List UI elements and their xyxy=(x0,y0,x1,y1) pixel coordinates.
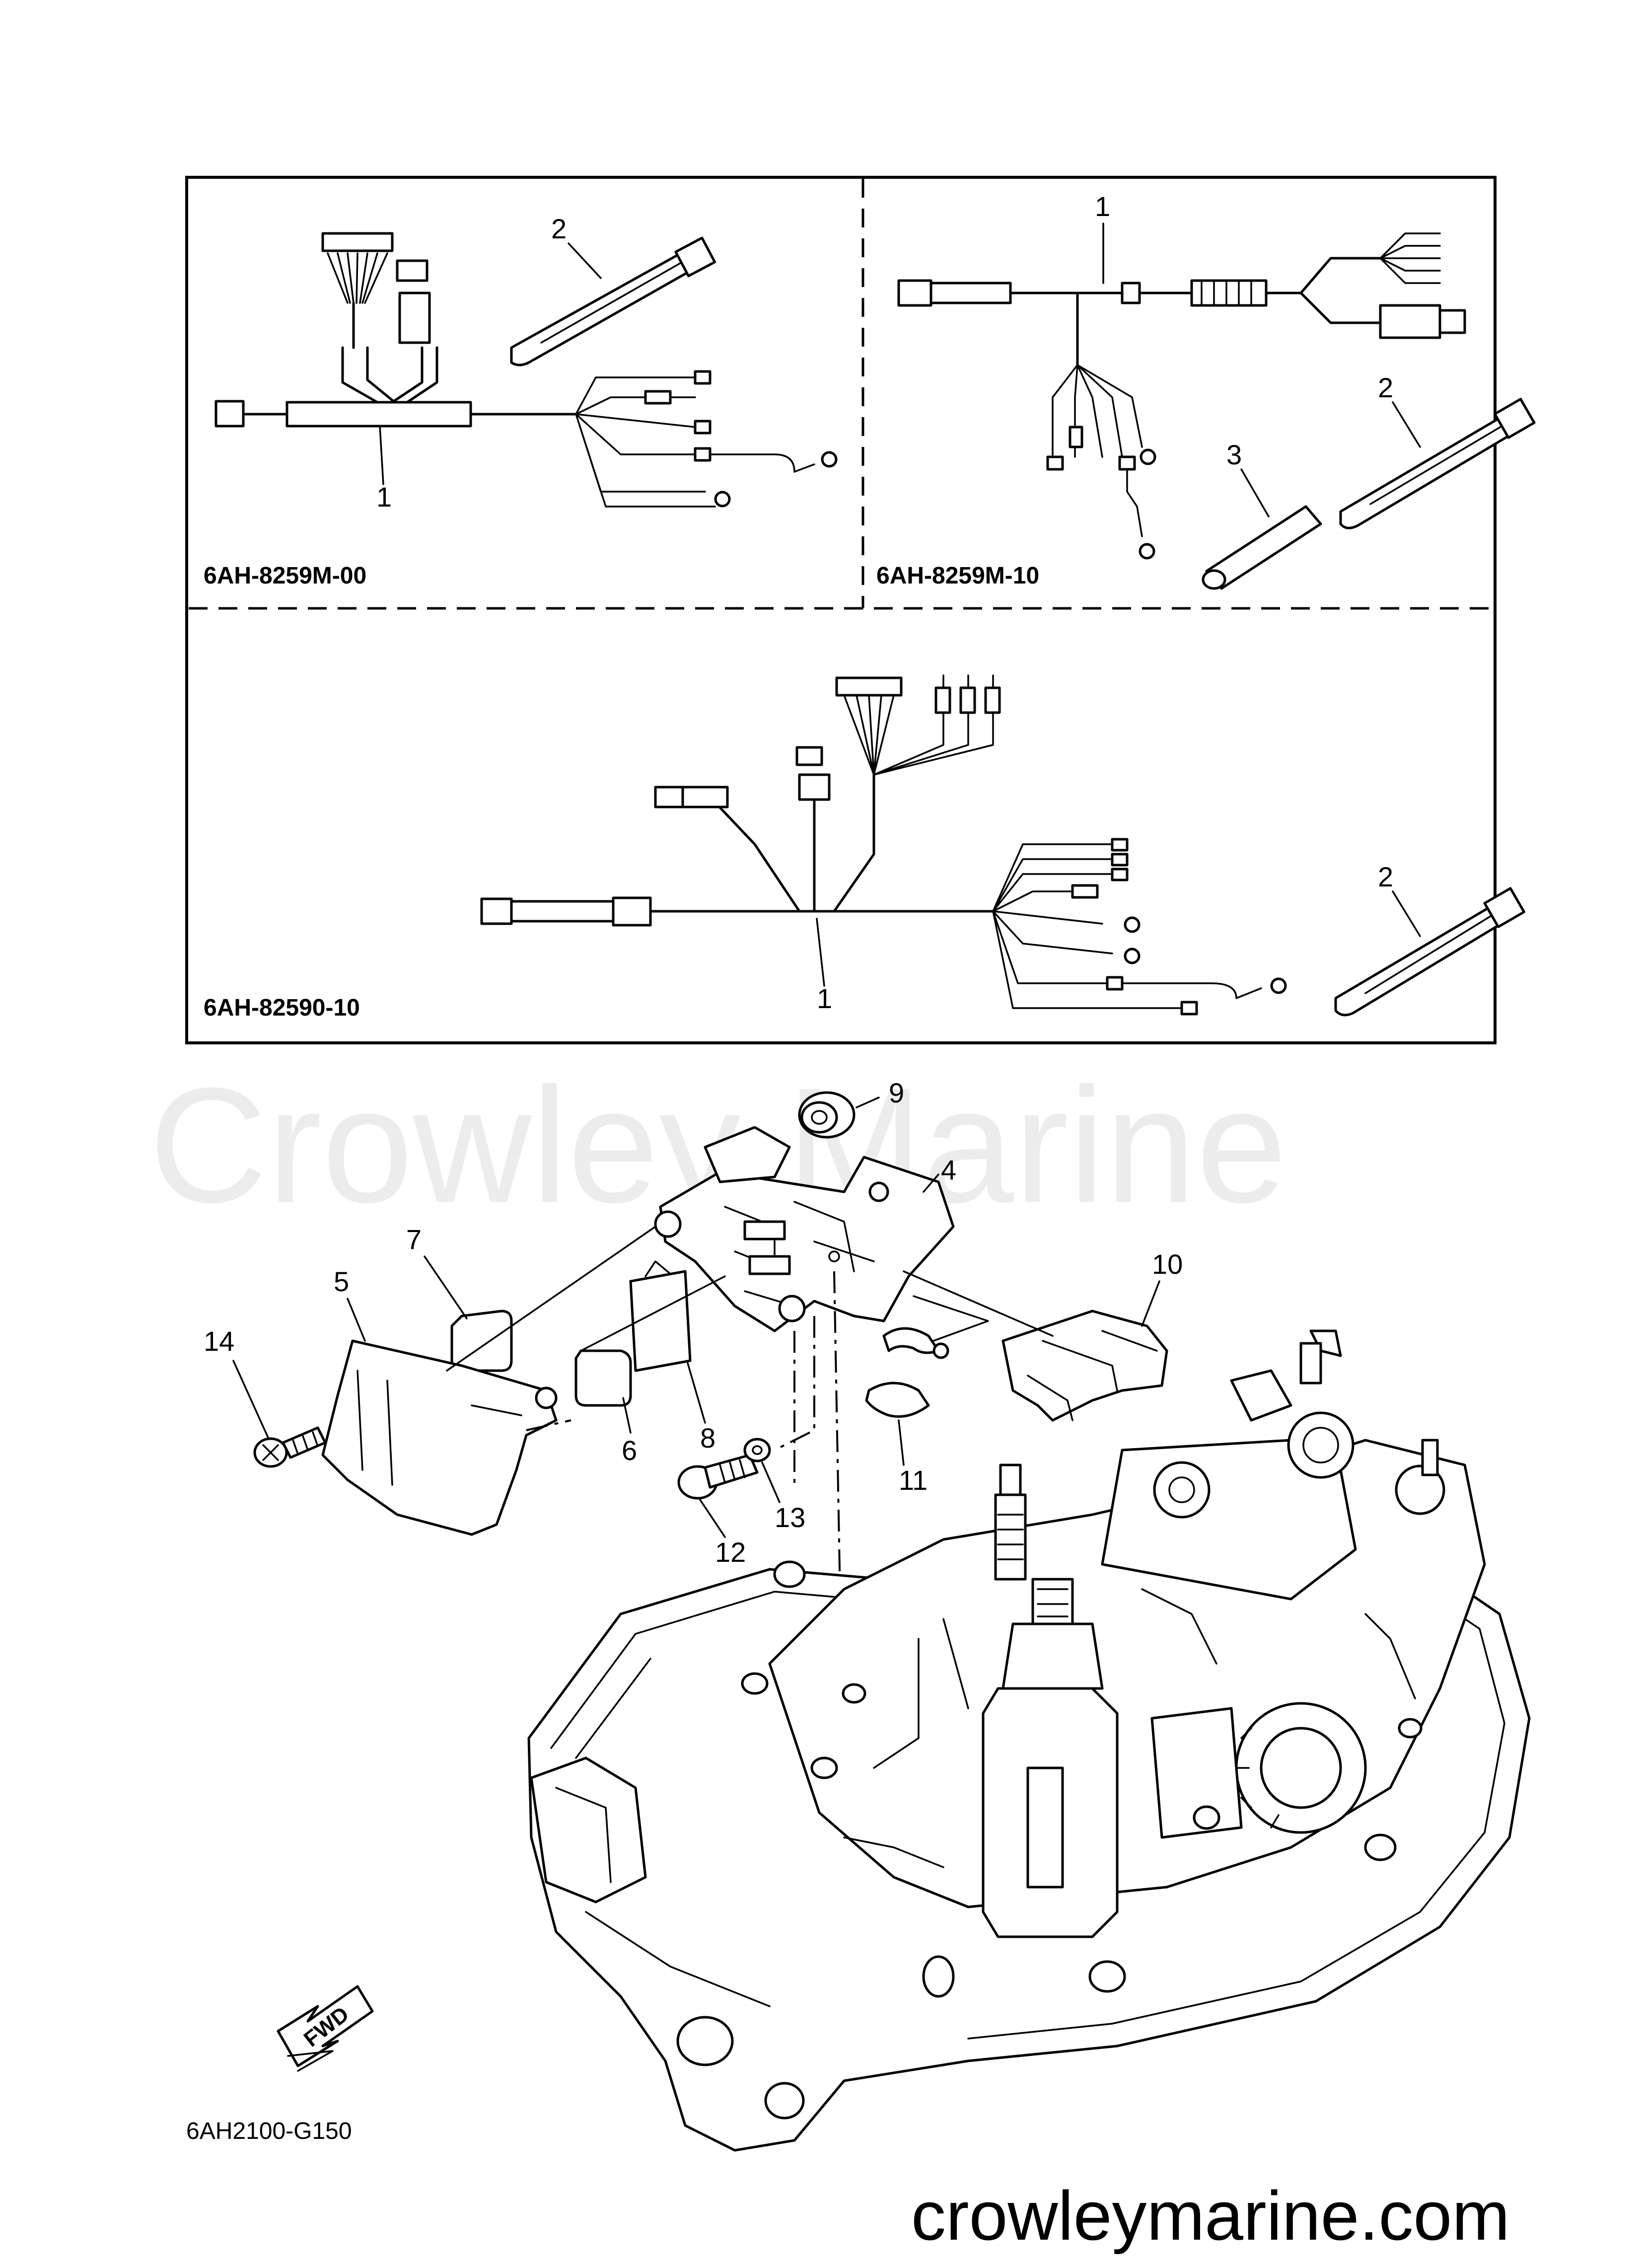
wire-harness-kit-c xyxy=(480,674,1287,1016)
callout-13: 13 xyxy=(775,1502,805,1533)
screw-part-14 xyxy=(253,1426,327,1468)
cable-tie-kit-b xyxy=(1339,398,1536,529)
callout-8: 8 xyxy=(700,1422,715,1454)
callout-11: 11 xyxy=(899,1464,928,1496)
callout-kit-b-1: 1 xyxy=(1095,191,1110,222)
callout-6: 6 xyxy=(622,1435,637,1466)
cable-tie-kit-c xyxy=(1334,887,1525,1017)
callout-9: 9 xyxy=(889,1077,904,1108)
website-url: crowleymarine.com xyxy=(911,2177,1510,2255)
cable-tie-kit-a xyxy=(510,236,716,366)
callout-kit-c-2: 2 xyxy=(1378,861,1393,892)
grommet-part-9 xyxy=(798,1091,856,1139)
clamp-part-11 xyxy=(865,1327,949,1418)
side-cover-part-5 xyxy=(321,1339,558,1536)
spacer-part-8 xyxy=(629,1260,692,1372)
callout-kit-c-1: 1 xyxy=(817,983,832,1014)
washer-part-13 xyxy=(743,1438,771,1463)
callout-4: 4 xyxy=(941,1154,956,1185)
cover-part-10 xyxy=(1001,1310,1168,1422)
callout-5: 5 xyxy=(334,1266,349,1297)
callout-14: 14 xyxy=(204,1325,234,1357)
bolt-part-12 xyxy=(677,1454,759,1500)
callout-kit-a-2: 2 xyxy=(551,213,567,244)
kit-code-a: 6AH-8259M-00 xyxy=(204,563,366,589)
callout-kit-b-2: 2 xyxy=(1378,372,1393,403)
kit-frame xyxy=(185,176,1497,1044)
reference-code: 6AH2100-G150 xyxy=(186,2118,352,2144)
bracket-part-4 xyxy=(654,1126,955,1332)
fwd-arrow-icon: FWD xyxy=(277,1985,374,2072)
sleeve-tube-kit-b xyxy=(1202,505,1322,590)
callout-7: 7 xyxy=(406,1224,422,1255)
wire-harness-kit-b xyxy=(897,232,1466,560)
kit-code-b: 6AH-8259M-10 xyxy=(876,563,1039,589)
callout-12: 12 xyxy=(715,1536,746,1568)
callout-10: 10 xyxy=(1152,1248,1183,1280)
pad-part-6 xyxy=(574,1349,632,1407)
kit-code-c: 6AH-82590-10 xyxy=(204,995,360,1021)
engine-block xyxy=(527,1329,1531,2152)
callout-kit-b-3: 3 xyxy=(1226,439,1242,470)
callout-kit-a-1: 1 xyxy=(376,481,392,512)
wire-harness-kit-a xyxy=(214,232,838,508)
